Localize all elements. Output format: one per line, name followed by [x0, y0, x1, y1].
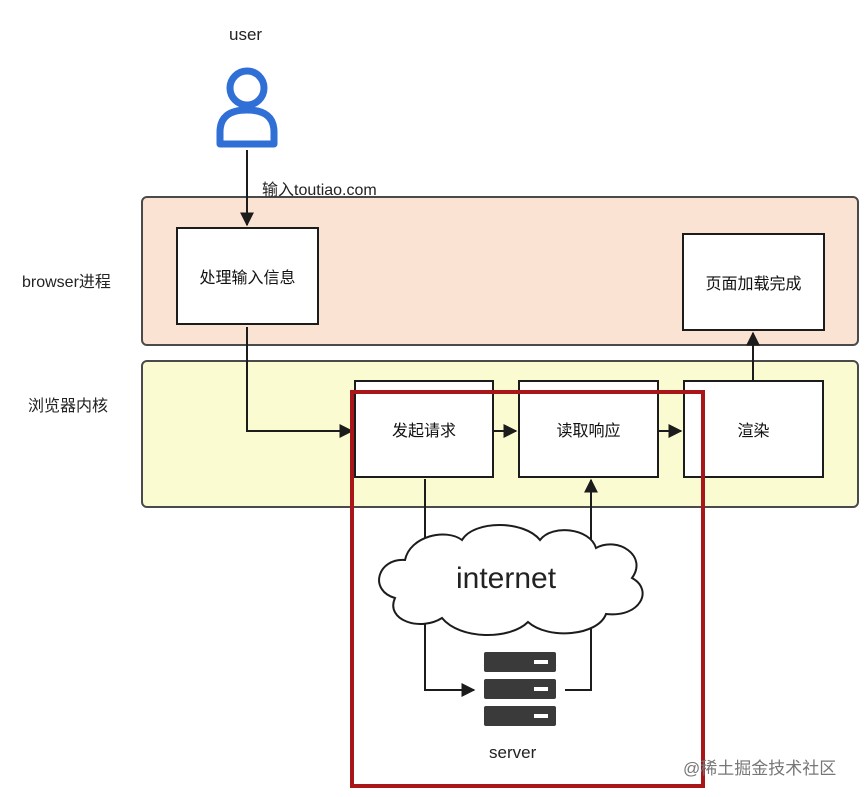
browser-kernel-label: 浏览器内核 [28, 398, 109, 415]
watermark-text: @稀土掘金技术社区 [683, 759, 837, 778]
highlight-frame [350, 390, 705, 788]
input-url-label: 输入toutiao.com [262, 182, 377, 199]
server-label: server [489, 743, 537, 762]
page-loaded-box: 页面加载完成 [682, 233, 825, 331]
read-response-box: 读取响应 [518, 380, 659, 478]
send-request-box: 发起请求 [354, 380, 494, 478]
process-input-box: 处理输入信息 [176, 227, 319, 325]
browser-process-label: browser进程 [22, 274, 111, 291]
user-label: user [229, 25, 263, 44]
internet-label: internet [456, 562, 557, 595]
render-box: 渲染 [683, 380, 824, 478]
user-icon [216, 67, 278, 148]
